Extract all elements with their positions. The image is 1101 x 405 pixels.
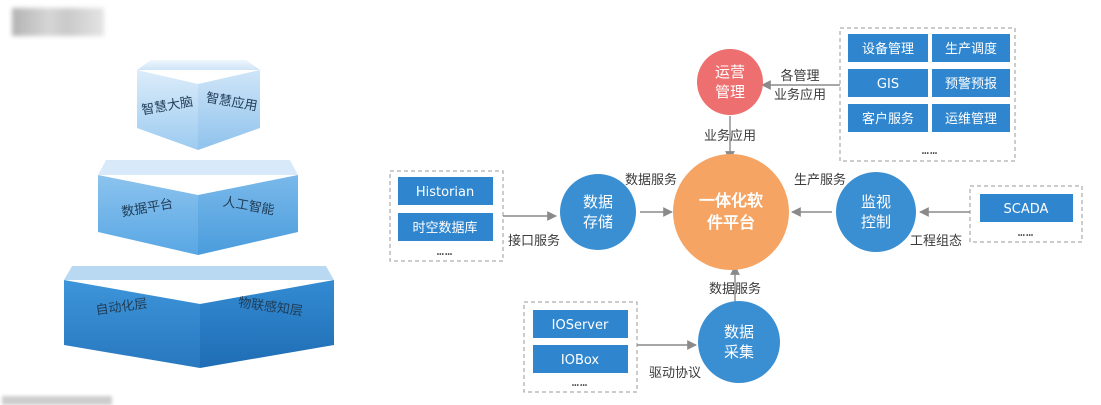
app-block-label: 客户服务 <box>862 111 914 127</box>
node-core-line2: 件平台 <box>707 213 755 232</box>
io-block <box>533 345 628 373</box>
source-block-label: Historian <box>416 185 474 200</box>
node-ops-line1: 运营 <box>715 63 745 81</box>
pyramid: 智慧大脑 智慧应用 数据平台 人工智能 自动化层 物联感知层 <box>64 60 334 368</box>
scada-group: SCADA …… <box>980 194 1073 239</box>
app-block-label: 运维管理 <box>945 112 997 127</box>
connectors <box>503 80 970 350</box>
node-monitor-line2: 控制 <box>861 213 891 231</box>
app-block <box>848 69 928 97</box>
node-core: 一体化软 件平台 <box>673 154 789 270</box>
node-storage: 数据 存储 <box>560 174 636 250</box>
source-block-label: 时空数据库 <box>412 220 477 236</box>
node-monitor-line1: 监视 <box>861 193 891 211</box>
node-collect: 数据 采集 <box>698 301 780 383</box>
apps-group-frame <box>839 27 1016 162</box>
app-block <box>932 104 1010 132</box>
io-frame <box>523 301 638 393</box>
edge-label-apps-to-ops-1: 各管理 <box>780 68 819 84</box>
scada-frame <box>969 185 1083 243</box>
pyramid-tier-top: 智慧大脑 智慧应用 <box>137 60 260 150</box>
source-block <box>398 213 493 241</box>
app-block-label: GIS <box>877 77 899 92</box>
node-storage-line2: 存储 <box>583 213 613 231</box>
edge-label-sources-to-storage: 接口服务 <box>508 233 560 249</box>
more-ellipsis: …… <box>922 143 938 157</box>
node-ops: 运营 管理 <box>697 49 763 115</box>
source-block <box>398 177 493 205</box>
pyramid-bottom-left-label: 自动化层 <box>95 296 149 318</box>
edge-label-monitor-to-core: 生产服务 <box>794 172 846 188</box>
more-ellipsis: …… <box>437 244 453 258</box>
app-block <box>932 34 1010 62</box>
app-block <box>848 104 928 132</box>
app-block <box>932 69 1010 97</box>
edge-label-storage-to-core: 数据服务 <box>625 172 677 188</box>
blurred-title <box>12 8 104 36</box>
node-storage-line1: 数据 <box>583 193 613 211</box>
more-ellipsis: …… <box>1018 225 1034 239</box>
node-core-line1: 一体化软 <box>699 191 763 210</box>
storage-sources-group: Historian 时空数据库 …… <box>398 177 493 258</box>
app-block-label: 设备管理 <box>862 41 914 57</box>
edge-label-apps-to-ops-2: 业务应用 <box>774 87 826 103</box>
io-group: IOServer IOBox …… <box>533 310 628 389</box>
edge-label-collect-to-core: 数据服务 <box>709 281 761 297</box>
scada-block-label: SCADA <box>1004 202 1049 217</box>
node-collect-line2: 采集 <box>724 343 754 361</box>
app-block-label: 预警预报 <box>945 76 997 92</box>
edge-label-ops-to-core: 业务应用 <box>704 128 756 144</box>
app-block <box>848 34 928 62</box>
node-collect-line1: 数据 <box>724 323 754 341</box>
node-monitor: 监视 控制 <box>836 172 916 252</box>
apps-group: 设备管理 生产调度 GIS 预警预报 客户服务 运维管理 …… <box>848 34 1010 157</box>
io-block-label: IOBox <box>561 353 600 368</box>
app-block-label: 生产调度 <box>945 41 997 57</box>
node-ops-line2: 管理 <box>715 83 745 101</box>
io-block-label: IOServer <box>552 318 609 333</box>
io-block <box>533 310 628 338</box>
edge-label-scada-to-monitor: 工程组态 <box>910 234 962 249</box>
scada-block <box>980 194 1073 222</box>
pyramid-tier-middle: 数据平台 人工智能 <box>98 160 298 255</box>
more-ellipsis: …… <box>572 375 588 389</box>
blurred-footnote <box>2 396 112 405</box>
pyramid-tier-bottom: 自动化层 物联感知层 <box>64 266 334 368</box>
edge-label-io-to-collect: 驱动协议 <box>649 366 701 381</box>
